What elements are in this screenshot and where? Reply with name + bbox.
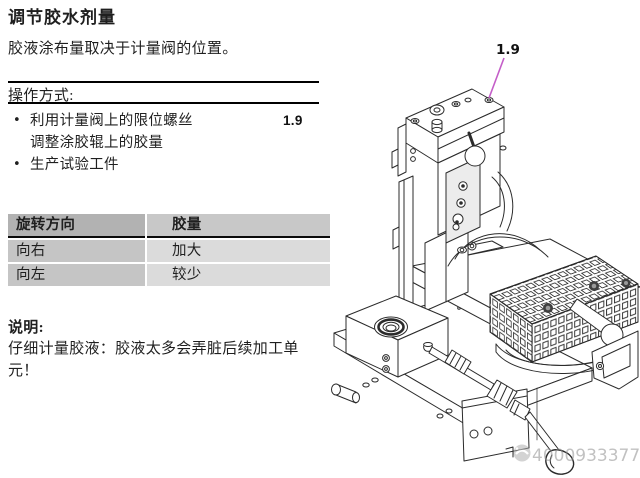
list-item-line: 生产试验工件 [30, 157, 119, 173]
intro-text: 胶液涂布量取决于计量阀的位置。 [8, 41, 238, 57]
rotation-direction-table: 旋转方向 胶量 向右 加大 向左 较少 [8, 214, 330, 286]
divider-bottom [8, 102, 319, 104]
table-cell: 较少 [147, 264, 330, 286]
list-item-line: 调整涂胶辊上的胶量 [30, 135, 164, 151]
divider-top [8, 81, 319, 83]
operation-list: • 利用计量阀上的限位螺丝 调整涂胶辊上的胶量 1.9 • 生产试验工件 [8, 110, 320, 176]
table-cell: 向右 [8, 240, 145, 262]
note-heading: 说明: [8, 320, 44, 336]
list-item-line: 利用计量阀上的限位螺丝 [30, 113, 193, 129]
bullet-icon: • [13, 113, 21, 128]
figure-callout: 1.9 [496, 42, 520, 58]
operation-heading: 操作方式: [8, 88, 74, 104]
list-item: • 利用计量阀上的限位螺丝 调整涂胶辊上的胶量 1.9 [8, 110, 320, 154]
section-ref: 1.9 [283, 113, 303, 128]
watermark: 4000933377 [513, 444, 640, 466]
callout-leader-line [488, 57, 505, 99]
page-title: 调节胶水剂量 [8, 8, 116, 27]
note-body: 仔细计量胶液：胶液太多会弄脏后续加工单元！ [8, 341, 299, 379]
table-header-glue-amount: 胶量 [147, 214, 330, 238]
table-cell: 向左 [8, 264, 145, 286]
bullet-icon: • [13, 157, 21, 172]
list-item: • 生产试验工件 [8, 154, 320, 176]
technical-drawing: 1.9 4000933377 [331, 42, 640, 475]
figure-area: 1.9 4000933377 [320, 33, 640, 478]
watermark-phone-number: 4000933377 [532, 446, 640, 466]
table-cell: 加大 [147, 240, 330, 262]
table-header-rotation: 旋转方向 [8, 214, 145, 238]
glue-unit-drawing [331, 88, 640, 475]
